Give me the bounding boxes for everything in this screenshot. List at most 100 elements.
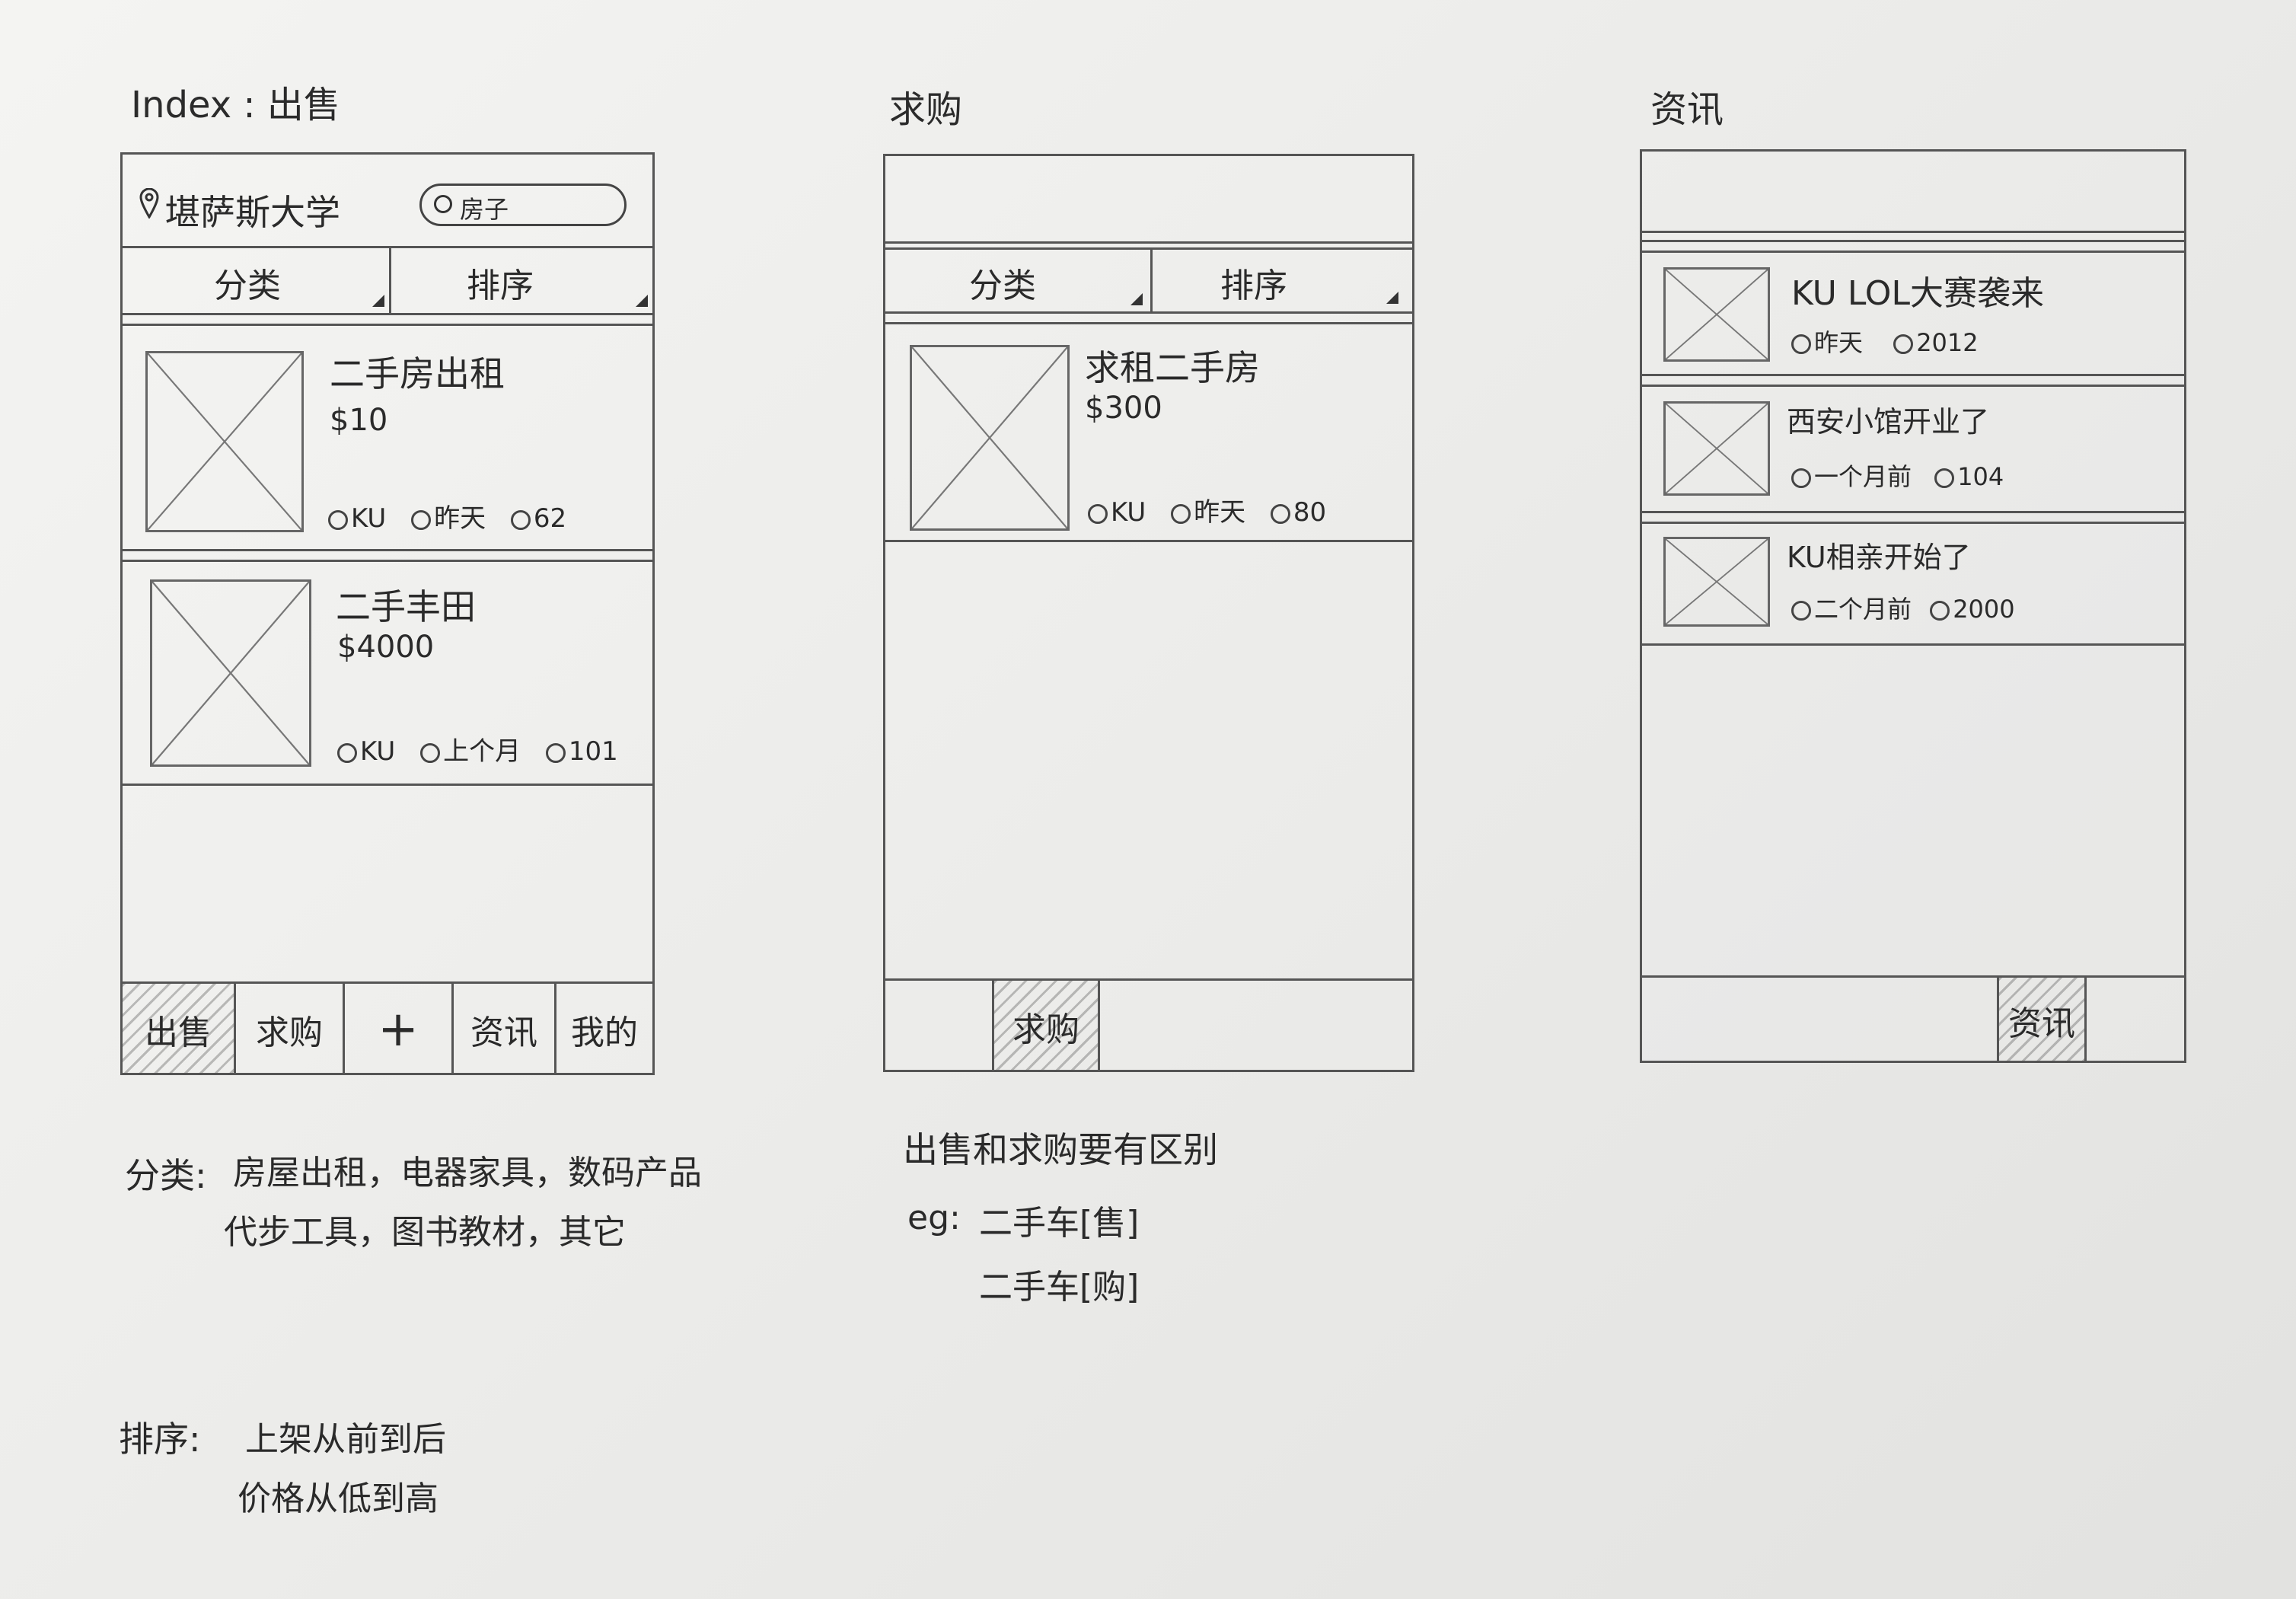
wanted-phone-frame: 分类 排序 求租二手房 $300 KU 昨天 80 求购: [883, 154, 1414, 1072]
news-screen-heading: 资讯: [1650, 88, 1724, 131]
news-time: 一个月前: [1814, 462, 1912, 491]
item-views: 80: [1293, 497, 1327, 528]
list-item[interactable]: 二手丰田 $4000 KU 上个月 101: [123, 560, 652, 784]
tab-news[interactable]: 资讯: [470, 1013, 537, 1052]
location-icon: [328, 509, 348, 530]
tab-wanted[interactable]: 求购: [994, 981, 1098, 1072]
clock-icon: [1171, 503, 1191, 524]
image-placeholder: [910, 345, 1070, 531]
eye-icon: [1893, 334, 1914, 354]
item-price: $10: [330, 403, 388, 438]
search-placeholder: 房子: [460, 195, 509, 224]
item-time: 昨天: [434, 503, 486, 534]
news-views: 2000: [1953, 595, 2015, 624]
news-time: 二个月前: [1814, 595, 1912, 624]
image-placeholder: [1663, 537, 1770, 627]
item-place: KU: [1111, 497, 1146, 528]
index-phone-frame: 堪萨斯大学 房子 分类 排序 二手房出租 $10 KU 昨天 62 二手丰田: [120, 152, 655, 1075]
category-note-line-1: 房屋出租，电器家具，数码产品: [233, 1154, 702, 1192]
item-place: KU: [351, 503, 387, 534]
search-input[interactable]: 房子: [419, 184, 627, 226]
clock-icon: [411, 509, 432, 530]
clock-icon: [420, 742, 441, 763]
bottom-tab-bar: 出售 求购 + 资讯 我的: [123, 981, 652, 1075]
distinct-note: 出售和求购要有区别: [903, 1129, 1218, 1170]
image-placeholder: [150, 579, 311, 767]
dropdown-arrow-icon: [1386, 292, 1398, 304]
example-label: eg:: [907, 1198, 961, 1237]
location-icon: [337, 742, 357, 763]
list-item[interactable]: 二手房出租 $10 KU 昨天 62: [123, 324, 652, 549]
eye-icon: [1270, 503, 1290, 524]
example-line-1: 二手车[售]: [979, 1204, 1140, 1243]
sort-note-line-1: 上架从前到后: [245, 1420, 446, 1459]
item-views: 62: [533, 503, 567, 534]
category-filter[interactable]: 分类: [885, 247, 1150, 311]
category-filter[interactable]: 分类: [123, 246, 389, 313]
news-meta: 二个月前 2000: [1791, 590, 2015, 625]
item-time: 上个月: [443, 736, 521, 767]
item-title: 二手丰田: [336, 586, 476, 627]
eye-icon: [1930, 601, 1950, 621]
sort-filter-label: 排序: [1220, 266, 1287, 305]
item-title: 求租二手房: [1085, 347, 1260, 388]
item-meta: KU 昨天 62: [328, 497, 566, 535]
category-filter-label: 分类: [969, 266, 1036, 305]
tab-mine[interactable]: 我的: [571, 1013, 638, 1052]
news-item[interactable]: 西安小馆开业了 一个月前 104: [1642, 385, 2184, 511]
location-pin-icon: [139, 187, 159, 220]
dropdown-arrow-icon: [636, 295, 648, 307]
news-item[interactable]: KU相亲开始了 二个月前 2000: [1642, 522, 2184, 643]
tab-add[interactable]: +: [378, 1001, 419, 1058]
sort-filter[interactable]: 排序: [1152, 247, 1412, 311]
news-phone-frame: KU LOL大赛袭来 昨天 2012 西安小馆开业了 一个月前 104 KU相亲…: [1640, 149, 2186, 1063]
category-note-label: 分类:: [125, 1155, 207, 1196]
eye-icon: [1934, 468, 1955, 488]
image-placeholder: [1663, 267, 1770, 362]
clock-icon: [1791, 468, 1811, 488]
dropdown-arrow-icon: [1130, 293, 1143, 305]
news-views: 104: [1957, 462, 2004, 491]
tab-wanted[interactable]: 求购: [256, 1013, 323, 1052]
news-views: 2012: [1916, 328, 1979, 357]
item-price: $300: [1085, 391, 1162, 426]
news-meta: 一个月前 104: [1791, 458, 2004, 493]
sort-note-line-2: 价格从低到高: [238, 1479, 438, 1518]
item-place: KU: [360, 736, 396, 767]
sort-note-label: 排序:: [119, 1419, 201, 1460]
bottom-tab-bar: 资讯: [1642, 975, 2184, 1063]
dropdown-arrow-icon: [372, 295, 384, 307]
image-placeholder: [1663, 401, 1770, 496]
clock-icon: [1791, 334, 1811, 354]
item-meta: KU 昨天 80: [1088, 491, 1326, 528]
item-meta: KU 上个月 101: [337, 730, 618, 768]
location-icon: [1088, 503, 1108, 524]
bottom-tab-bar: 求购: [885, 978, 1412, 1072]
wanted-screen-heading: 求购: [889, 88, 963, 131]
item-title: 二手房出租: [330, 353, 505, 394]
item-price: $4000: [337, 630, 435, 665]
category-note-line-2: 代步工具，图书教材，其它: [224, 1213, 626, 1252]
clock-icon: [1791, 601, 1811, 621]
location-label[interactable]: 堪萨斯大学: [165, 192, 340, 233]
eye-icon: [510, 509, 531, 530]
index-screen-heading: Index : 出售: [131, 84, 340, 126]
tab-news[interactable]: 资讯: [1999, 978, 2084, 1063]
sort-filter-label: 排序: [467, 266, 534, 305]
news-title: KU LOL大赛袭来: [1791, 274, 2044, 313]
item-time: 昨天: [1194, 497, 1246, 528]
search-icon: [434, 195, 452, 213]
item-views: 101: [568, 736, 618, 767]
category-filter-label: 分类: [214, 266, 281, 305]
news-title: KU相亲开始了: [1787, 541, 1971, 574]
example-line-2: 二手车[购]: [979, 1268, 1140, 1307]
image-placeholder: [145, 351, 304, 532]
news-item[interactable]: KU LOL大赛袭来 昨天 2012: [1642, 251, 2184, 374]
news-meta: 昨天 2012: [1791, 324, 1979, 359]
sort-filter[interactable]: 排序: [391, 246, 654, 313]
tab-sell[interactable]: 出售: [123, 984, 234, 1075]
eye-icon: [545, 742, 566, 763]
list-item[interactable]: 求租二手房 $300 KU 昨天 80: [885, 322, 1412, 540]
news-title: 西安小馆开业了: [1787, 405, 1990, 439]
news-time: 昨天: [1814, 328, 1864, 357]
